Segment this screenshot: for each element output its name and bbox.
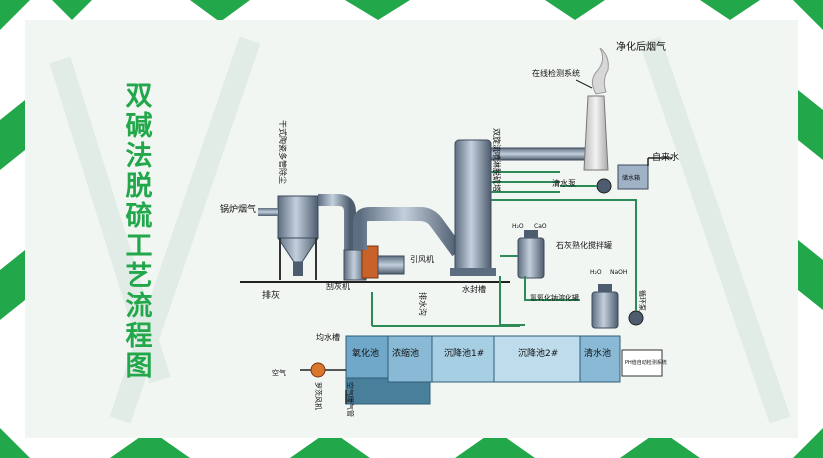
label-boiler-gas: 锅炉烟气: [220, 203, 256, 215]
label-ash: 排灰: [262, 289, 280, 301]
naoh-tank: [591, 284, 619, 329]
treatment-pools: [345, 335, 663, 405]
tower-to-stack-duct: [490, 147, 598, 161]
label-pool-thicken: 浓缩池: [392, 347, 419, 359]
label-roots-fan: 罗茨风机: [314, 382, 323, 410]
label-clean-gas-1: 净化后烟气: [616, 40, 666, 53]
induced-fan: [343, 245, 405, 281]
chimney: [583, 95, 609, 171]
label-circ-pump: 循环泵: [638, 290, 647, 311]
label-induced-fan: 引风机: [410, 254, 434, 264]
circulation-line: [491, 199, 637, 311]
label-tower: 双旋流喷淋脱硫塔: [492, 128, 502, 192]
label-dust-collector: 干式陶瓷多管除尘: [278, 120, 288, 184]
label-air: 空气: [272, 368, 286, 377]
panel-watermark: [49, 36, 791, 424]
water-tank: [617, 164, 649, 190]
label-lime-tank: 石灰熟化搅拌罐: [556, 240, 612, 250]
duct-to-tower: [353, 207, 464, 257]
label-h2o-2: H₂O: [590, 269, 602, 276]
label-uniform-tank: 均水槽: [316, 332, 340, 342]
roots-fan: [310, 362, 326, 378]
label-tap-water: 自来水: [652, 151, 679, 163]
monitor-pointer: [575, 79, 593, 89]
desulfurization-tower: [450, 139, 560, 276]
label-water-seal: 水封槽: [462, 284, 486, 294]
smoke: [592, 47, 609, 95]
boiler-inlet-pipe: [258, 208, 278, 216]
label-pool-settle2: 沉降池2#: [518, 347, 558, 359]
label-naoh: NaOH: [610, 269, 627, 276]
duct-to-fan: [318, 194, 356, 258]
dust-collector: [277, 195, 319, 280]
label-pool-settle1: 沉降池1#: [444, 347, 484, 359]
diagram-labels: 净化后烟气 在线检测系统 双旋流喷淋脱硫塔 干式陶瓷多管除尘 锅炉烟气 引风机 …: [220, 40, 679, 417]
label-pool-oxidation: 氧化池: [352, 347, 379, 359]
label-clean-pump: 清水泵: [552, 178, 576, 188]
circulation-pump: [628, 310, 644, 326]
label-cao: CaO: [534, 223, 547, 230]
label-ph-system: PH值自动检测系统: [625, 359, 667, 366]
page-title: 双碱法脱硫工艺流程图: [125, 81, 153, 382]
label-naoh-tank: 氢氧化钠溶化罐: [530, 293, 579, 302]
label-pool-clear: 清水池: [584, 347, 611, 359]
lime-tank: [500, 230, 545, 279]
label-drain: 排水沟: [418, 292, 428, 316]
label-scraper: 刮灰机: [326, 281, 350, 291]
label-online-monitor: 在线检测系统: [532, 68, 580, 78]
label-h2o-1: H₂O: [512, 223, 524, 230]
label-aeration: 空气曝气管: [346, 382, 355, 417]
label-water-tank: 储水箱: [622, 174, 640, 182]
clean-pump: [596, 178, 612, 194]
